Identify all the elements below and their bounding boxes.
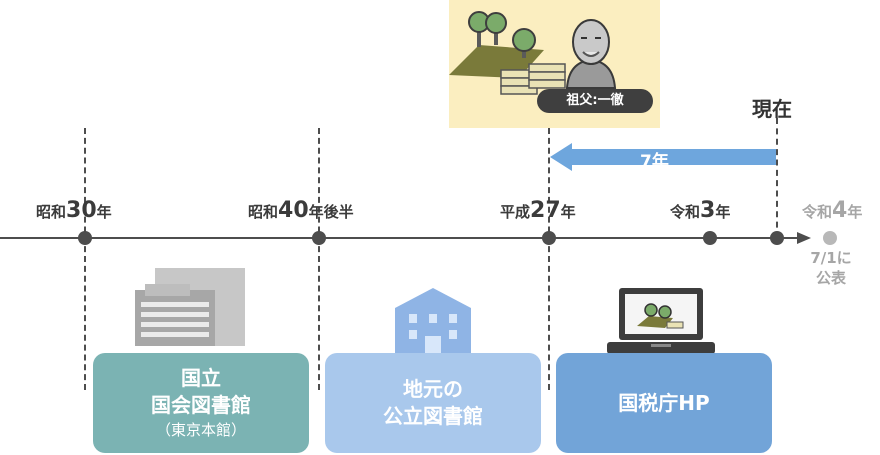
timeline-point-heisei27: [542, 231, 556, 245]
era-label-heisei27: 平成27年: [500, 198, 576, 223]
publish-note-date: 7/1に: [810, 249, 852, 267]
source-box-local-public-library: 地元の 公立図書館: [325, 353, 541, 453]
span-label: 7年: [640, 152, 669, 172]
guide-line-showa40: [318, 128, 320, 390]
trees-icon: [468, 11, 536, 58]
now-label: 現在: [752, 97, 792, 121]
era-label-showa30: 昭和30年: [36, 198, 112, 223]
apartment-building-icon: [395, 288, 471, 356]
timeline-point-showa30: [78, 231, 92, 245]
timeline-point-reiwa3: [703, 231, 717, 245]
source-box-subline: （東京本館）: [155, 421, 246, 439]
span-arrow-icon: [550, 143, 776, 171]
source-box-line: 国税庁HP: [618, 390, 710, 415]
source-box-line: 地元の: [403, 377, 463, 401]
timeline-arrowhead-icon: [797, 232, 811, 244]
grandfather-name-badge: 祖父:一徹: [537, 89, 653, 113]
source-box-nta-website: 国税庁HP: [556, 353, 772, 453]
timeline-point-now: [770, 231, 784, 245]
publish-note-text: 公表: [815, 269, 846, 287]
office-building-icon: [135, 268, 245, 346]
era-label-reiwa4: 令和4年: [802, 198, 863, 223]
guide-line-heisei27: [548, 128, 550, 390]
guide-line-showa30: [84, 128, 86, 390]
inheritance-illustration: [449, 11, 617, 95]
timeline-point-reiwa4: [823, 231, 837, 245]
source-box-line: 国立: [181, 366, 221, 390]
timeline-axis: [0, 237, 800, 239]
grandfather-icon: [565, 19, 617, 89]
source-box-line: 公立図書館: [383, 404, 483, 428]
laptop-icon: [607, 288, 715, 354]
publish-note: 7/1に 公表: [808, 248, 854, 288]
era-label-reiwa3: 令和3年: [670, 198, 731, 223]
source-box-national-diet-library: 国立 国会図書館 （東京本館）: [93, 353, 309, 453]
era-label-showa40: 昭和40年後半: [248, 198, 354, 223]
money-stack-icon: [500, 63, 566, 95]
source-box-line: 国会図書館: [151, 393, 251, 417]
guide-line-now: [776, 118, 778, 238]
timeline-point-showa40: [312, 231, 326, 245]
